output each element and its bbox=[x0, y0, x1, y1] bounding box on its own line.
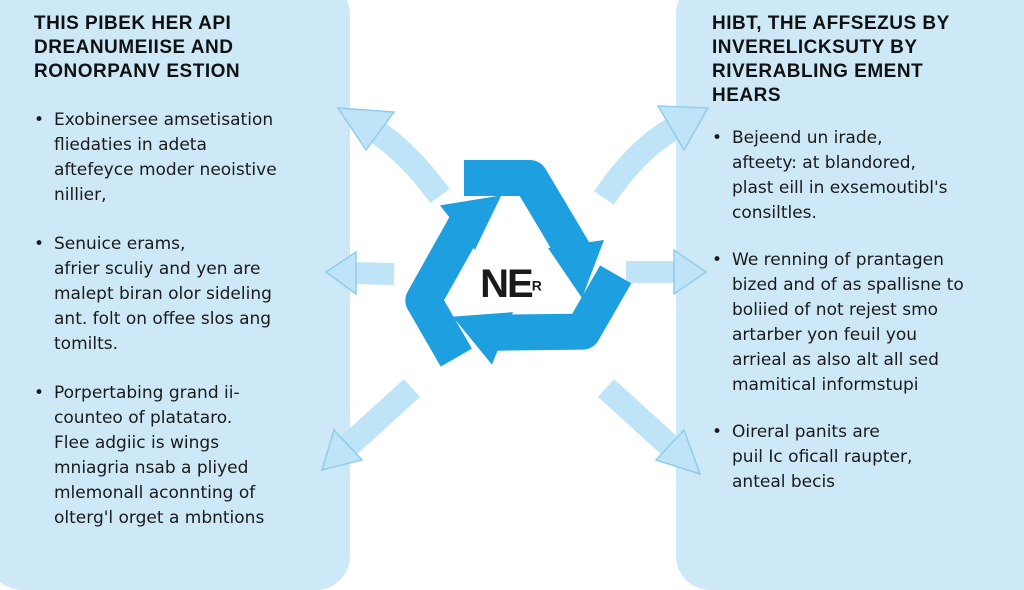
bullet-line: aftefeyce moder neoistive bbox=[54, 160, 277, 180]
arrow-right-icon bbox=[626, 248, 708, 296]
diagram-canvas bbox=[320, 105, 710, 476]
bullet-line: counteo of platataro. bbox=[54, 408, 233, 428]
bullet-line: nillier, bbox=[54, 185, 107, 205]
left-bullet-list: • Exobinersee amsetisation fliedaties in… bbox=[34, 108, 322, 531]
left-panel: THIS PIBEK HER API DREANUMEIISE AND RONO… bbox=[0, 0, 350, 590]
bullet-line: consiltles. bbox=[732, 203, 817, 223]
list-item: • Bejeend un irade, afteety: at blandore… bbox=[712, 126, 1024, 226]
recycle-segment bbox=[405, 195, 502, 367]
title-line: RONORPANV ESTION bbox=[34, 61, 241, 82]
arrow-down-left-icon bbox=[320, 379, 421, 472]
bullet-line: afteety: at blandored, bbox=[732, 153, 916, 173]
bullet-line: tomilts. bbox=[54, 334, 118, 354]
bullet-line: mniagria nsab a pliyed bbox=[54, 458, 249, 478]
bullet-line: mlemonall aconnting of bbox=[54, 483, 256, 503]
list-item: • Oireral panits are puil Ic oficall rau… bbox=[712, 420, 1024, 495]
title-line: THIS PIBEK HER API bbox=[34, 13, 232, 34]
bullet-dot-icon: • bbox=[712, 128, 723, 148]
list-item: • Porpertabing grand ii- counteo of plat… bbox=[34, 381, 322, 531]
recycle-segment bbox=[464, 160, 604, 298]
right-bullet-list: • Bejeend un irade, afteety: at blandore… bbox=[712, 126, 1024, 495]
list-item: • Senuice erams, afrier sculiy and yen a… bbox=[34, 232, 322, 357]
arrow-up-right-icon bbox=[594, 105, 710, 205]
arrow-up-left-icon bbox=[336, 107, 450, 204]
bullet-line: fliedaties in adeta bbox=[54, 135, 207, 155]
logo-superscript: R bbox=[531, 277, 542, 294]
title-line: DREANUMEIISE AND bbox=[34, 37, 234, 58]
bullet-dot-icon: • bbox=[34, 110, 45, 130]
bullet-dot-icon: • bbox=[34, 234, 45, 254]
bullet-line: ant. folt on offee slos ang bbox=[54, 309, 272, 329]
arrow-left-icon bbox=[324, 250, 395, 296]
bullet-line: Flee adgiic is wings bbox=[54, 433, 220, 453]
bullet-line: plast eill in exsemoutibl's bbox=[732, 178, 948, 198]
title-line: INVERELICKSUTY BY bbox=[712, 37, 918, 58]
bullet-line: bized and of as spallisne to bbox=[732, 275, 964, 295]
title-line: RIVERABLING EMENT bbox=[712, 61, 924, 82]
center-logo: NER bbox=[466, 254, 556, 314]
right-panel: HIBT, THE AFFSEZUS BY INVERELICKSUTY BY … bbox=[676, 0, 1024, 590]
list-item: • Exobinersee amsetisation fliedaties in… bbox=[34, 108, 322, 208]
title-line: HIBT, THE AFFSEZUS BY bbox=[712, 13, 950, 34]
bullet-line: We renning of prantagen bbox=[732, 250, 944, 270]
bullet-dot-icon: • bbox=[712, 422, 723, 442]
bullet-dot-icon: • bbox=[34, 383, 45, 403]
bullet-line: malept biran olor sideling bbox=[54, 284, 272, 304]
bullet-line: olterg'l orget a mbntions bbox=[54, 508, 265, 528]
recycle-icon bbox=[405, 160, 632, 367]
arrow-down-right-icon bbox=[597, 379, 702, 476]
bullet-line: anteal becis bbox=[732, 472, 836, 492]
bullet-line: artarber yon feuil you bbox=[732, 325, 918, 345]
bullet-line: boliied of not rejest smo bbox=[732, 300, 939, 320]
bullet-line: afrier sculiy and yen are bbox=[54, 259, 261, 279]
recycle-segment bbox=[452, 265, 632, 365]
right-panel-title: HIBT, THE AFFSEZUS BY INVERELICKSUTY BY … bbox=[712, 12, 1024, 108]
bullet-dot-icon: • bbox=[712, 250, 723, 270]
left-panel-title: THIS PIBEK HER API DREANUMEIISE AND RONO… bbox=[34, 12, 322, 84]
bullet-line: Bejeend un irade, bbox=[732, 128, 883, 148]
list-item: • We renning of prantagen bized and of a… bbox=[712, 248, 1024, 398]
bullet-line: Porpertabing grand ii- bbox=[54, 383, 240, 403]
bullet-line: mamitical informstupi bbox=[732, 375, 919, 395]
title-line: HEARS bbox=[712, 85, 782, 106]
bullet-line: puil Ic oficall raupter, bbox=[732, 447, 913, 467]
bullet-line: Senuice erams, bbox=[54, 234, 186, 254]
bullet-line: Oireral panits are bbox=[732, 422, 880, 442]
logo-text: NE bbox=[480, 262, 534, 306]
bullet-line: arrieal as also alt all sed bbox=[732, 350, 939, 370]
bullet-line: Exobinersee amsetisation bbox=[54, 110, 274, 130]
